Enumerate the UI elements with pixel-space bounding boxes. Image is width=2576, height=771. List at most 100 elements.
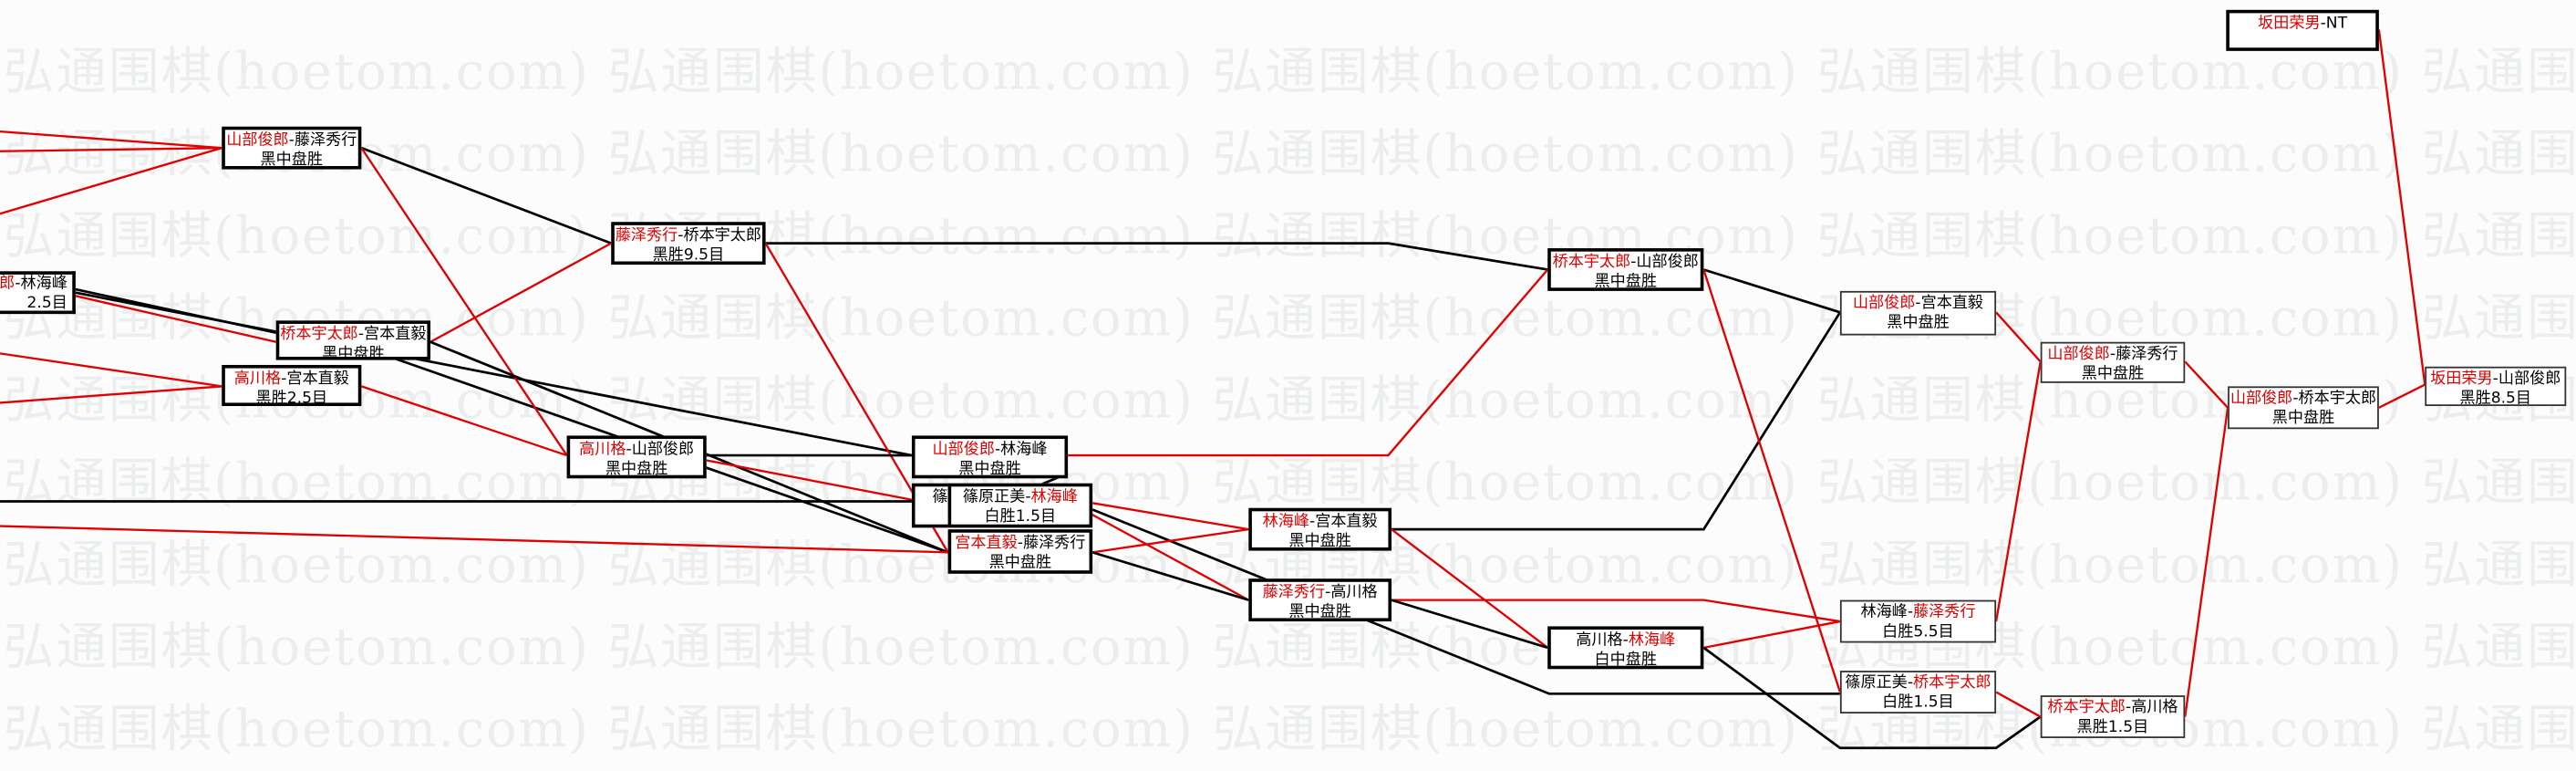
winner-name: 宫本直毅 [955, 534, 1018, 553]
match-result: 白中盘胜 [1594, 651, 1658, 670]
separator: - [1025, 488, 1031, 506]
bracket-line-red [1995, 311, 2042, 363]
match-result: 黑胜9.5目 [652, 246, 725, 266]
watermark-text: 弘通围棋(hoetom.com) [1816, 207, 2404, 266]
match-result: 黑胜8.5目 [2459, 390, 2532, 408]
watermark-text: 弘通围棋(hoetom.com) [1212, 700, 1799, 760]
watermark-text: 弘通围棋(hoetom.com) [607, 618, 1195, 678]
match-result: 黑胜2.5目 [255, 390, 328, 408]
watermark-text: 弘通围棋(hoetom.com) [3, 618, 590, 678]
player-name: 高川格 [1576, 630, 1623, 650]
match-result: 黑中盘胜 [605, 460, 668, 479]
separator: - [2320, 15, 2326, 34]
match-box[interactable]: 篠原正美-桥本宇太郎白胜1.5目 [1839, 671, 1997, 714]
bracket-line-black [360, 146, 612, 245]
match-box[interactable]: 山部俊郎-桥本宇太郎黑中盘胜 [2228, 386, 2379, 430]
player-name: 宫本直毅 [1315, 513, 1378, 531]
match-players: 藤泽秀行-高川格 [1252, 584, 1389, 604]
match-box[interactable]: 桥本宇太郎-高川格黑胜1.5目 [2040, 695, 2186, 738]
watermark-text: 弘通围棋(hoetom.com) [2421, 536, 2576, 596]
winner-name: 山部俊郎 [2229, 390, 2293, 408]
winner-name: 郎 [0, 274, 16, 293]
match-box[interactable]: 山部俊郎-藤泽秀行黑中盘胜 [222, 126, 362, 170]
bracket-line-black [1091, 508, 1840, 695]
match-players: 林海峰-藤泽秀行 [1842, 603, 1995, 623]
watermark-text: 弘通围棋(hoetom.com) [2421, 618, 2576, 678]
player-name: 高川格 [2131, 698, 2178, 717]
match-box[interactable]: 坂田荣男-NT [2226, 9, 2379, 51]
bracket-line-black [1391, 311, 1842, 531]
match-box[interactable]: 高川格-林海峰白中盘胜 [1547, 626, 1704, 670]
player-name: 山部俊郎 [1636, 253, 1699, 272]
match-box[interactable]: 藤泽秀行-桥本宇太郎黑胜9.5目 [611, 222, 766, 266]
match-box[interactable]: 坂田荣男-山部俊郎黑胜8.5目 [2425, 366, 2567, 408]
match-box[interactable]: 桥本宇太郎-宫本直毅黑中盘胜 [275, 320, 431, 363]
separator: - [288, 131, 295, 150]
bracket-line-red [1703, 620, 1841, 650]
watermark-text: 弘通围棋(hoetom.com) [2421, 700, 2576, 760]
match-players: 桥本宇太郎-高川格 [2043, 699, 2184, 719]
match-box[interactable]: 山部俊郎-宫本直毅黑中盘胜 [1839, 290, 1997, 336]
match-box[interactable]: 林海峰-藤泽秀行白胜5.5目 [1839, 599, 1997, 643]
match-result: 黑中盘胜 [260, 151, 324, 170]
opponent-name: -林海峰 [15, 274, 67, 293]
match-box[interactable]: 山部俊郎-林海峰黑中盘胜 [911, 435, 1069, 479]
match-result: 黑中盘胜 [2081, 364, 2145, 383]
match-result: 白胜1.5目 [984, 507, 1057, 526]
separator: - [626, 440, 632, 459]
winner-name: 桥本宇太郎 [1913, 673, 1991, 693]
match-box-partial[interactable]: 郎-林海峰 2.5目 [0, 271, 76, 315]
watermark-text: 弘通围棋(hoetom.com) [607, 700, 1195, 760]
match-players: 林海峰-宫本直毅 [1252, 513, 1389, 533]
winner-name: 桥本宇太郎 [2047, 698, 2126, 717]
winner-name: 桥本宇太郎 [280, 325, 358, 344]
bracket-line-red [1068, 268, 1549, 457]
bracket-line-red [0, 352, 222, 388]
player-name: 桥本宇太郎 [683, 226, 762, 245]
match-players: 桥本宇太郎-山部俊郎 [1551, 253, 1701, 273]
watermark-text: 弘通围棋(hoetom.com) [1816, 42, 2404, 102]
watermark-text: 弘通围棋(hoetom.com) [2421, 124, 2576, 184]
match-box[interactable]: 林海峰-宫本直毅黑中盘胜 [1248, 507, 1392, 551]
match-result: 2.5目 [26, 294, 67, 313]
match-result: 白胜5.5目 [1882, 622, 1954, 641]
match-players: 坂田荣男-山部俊郎 [2426, 370, 2564, 390]
match-box[interactable]: 桥本宇太郎-山部俊郎黑中盘胜 [1547, 248, 1704, 291]
player-name: 桥本宇太郎 [2298, 390, 2377, 408]
bracket-line-red [361, 385, 567, 457]
match-players: 篠原正美-林海峰 [951, 488, 1089, 508]
player-name: 山部俊郎 [2498, 370, 2561, 389]
match-box[interactable]: 高川格-宫本直毅黑胜2.5目 [222, 364, 362, 408]
separator: - [2492, 370, 2498, 389]
player-name: 藤泽秀行 [2116, 345, 2178, 364]
separator: - [994, 440, 1001, 459]
separator: - [281, 370, 287, 389]
bracket-line-black [1702, 268, 1841, 314]
winner-name: 桥本宇太郎 [1552, 253, 1631, 272]
match-box[interactable]: 篠原正美-林海峰白胜1.5目 [947, 483, 1093, 528]
bracket-line-red [1091, 527, 1249, 554]
watermark-text: 弘通围棋(hoetom.com) [607, 371, 1195, 432]
match-players: 藤泽秀行-桥本宇太郎 [615, 227, 762, 247]
watermark-text: 弘通围棋(hoetom.com) [2421, 453, 2576, 514]
match-box[interactable]: 宫本直毅-藤泽秀行黑中盘胜 [947, 529, 1093, 574]
match-box[interactable]: 高川格-山部俊郎黑中盘胜 [566, 435, 707, 479]
match-result: 黑中盘胜 [1594, 273, 1658, 291]
bracket-line-red [0, 385, 222, 404]
bracket-line-red [0, 147, 222, 215]
match-result: 黑中盘胜 [322, 345, 385, 364]
player-name: 宫本直毅 [1920, 294, 1984, 313]
bracket-line-red [1995, 691, 2042, 718]
player-name: 宫本直毅 [286, 370, 349, 389]
match-result: 白胜1.5目 [1882, 693, 1954, 713]
match-box[interactable]: 山部俊郎-藤泽秀行黑中盘胜 [2040, 341, 2186, 383]
match-result: 黑中盘胜 [1288, 603, 1351, 622]
match-players: 山部俊郎-藤泽秀行 [225, 131, 358, 151]
bracket-line-black [765, 242, 1548, 271]
match-box[interactable]: 藤泽秀行-高川格黑中盘胜 [1248, 578, 1392, 622]
winner-name: 山部俊郎 [2047, 345, 2110, 364]
winner-name: 高川格 [233, 370, 282, 389]
bracket-line-red [0, 130, 222, 150]
watermark-text: 弘通围棋(hoetom.com) [2421, 42, 2576, 102]
